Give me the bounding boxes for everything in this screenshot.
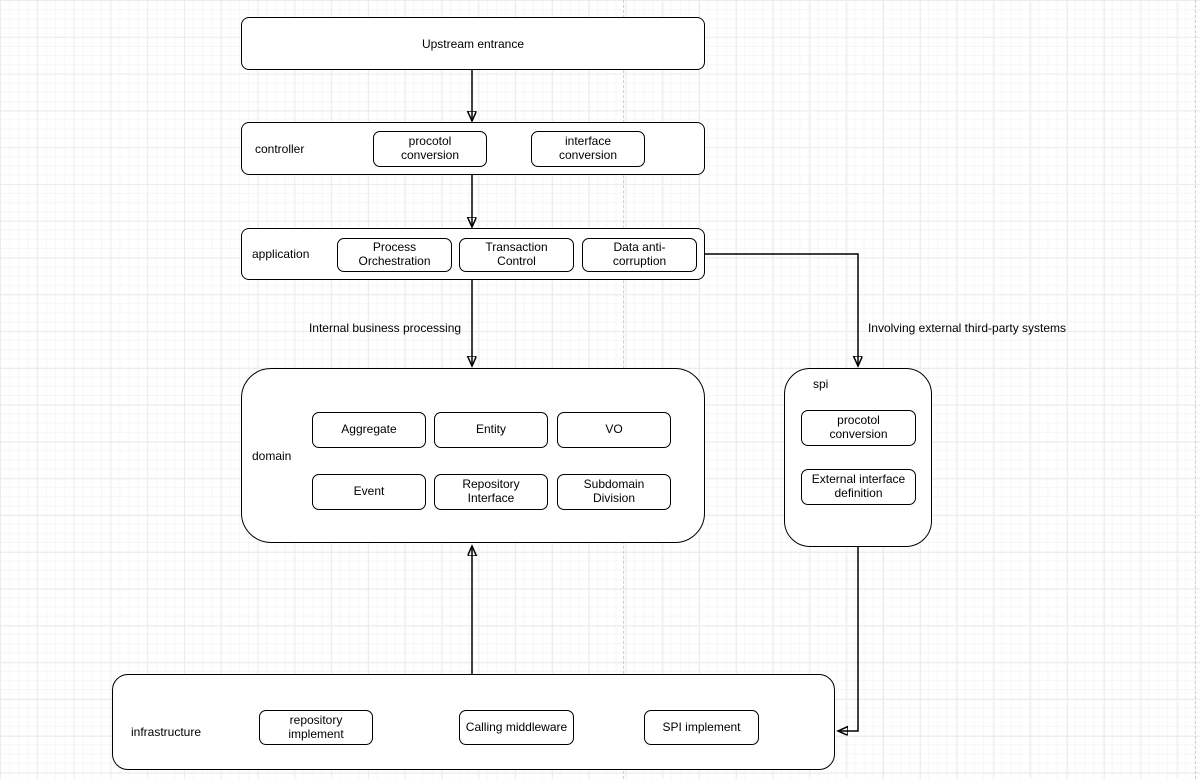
item-process-orchestration[interactable]: Process Orchestration [337, 238, 452, 272]
item-label: procotol conversion [400, 134, 460, 162]
item-repository-implement[interactable]: repository implement [259, 710, 373, 745]
item-label: Aggregate [341, 422, 397, 437]
item-label: Transaction Control [485, 240, 548, 268]
edge-spi-to-infrastructure[interactable] [838, 547, 859, 731]
upstream-entrance-label: Upstream entrance [421, 36, 525, 51]
item-label: procotol conversion [829, 413, 888, 441]
item-label: Event [353, 484, 385, 499]
item-spi-implement[interactable]: SPI implement [644, 710, 759, 745]
node-infrastructure[interactable]: infrastructure repository implement Call… [112, 674, 835, 770]
item-label: Entity [475, 422, 506, 437]
item-transaction-control[interactable]: Transaction Control [459, 238, 574, 272]
node-spi[interactable]: spi procotol conversion External interfa… [784, 368, 932, 547]
item-label: SPI implement [662, 719, 741, 734]
item-label: Repository Interface [462, 477, 520, 505]
item-label: Calling middleware [465, 719, 568, 734]
controller-label: controller [255, 141, 305, 156]
item-data-anti-corruption[interactable]: Data anti-corruption [582, 238, 697, 272]
page-break-line [1195, 0, 1196, 779]
item-label: External interface definition [811, 472, 906, 500]
item-label: repository implement [288, 712, 344, 741]
item-label: interface conversion [558, 134, 618, 162]
item-label: Data anti-corruption [612, 240, 667, 268]
item-label: Process Orchestration [358, 240, 431, 268]
item-label: VO [605, 422, 623, 437]
domain-label: domain [252, 448, 292, 463]
item-external-interface-definition[interactable]: External interface definition [801, 469, 916, 505]
node-controller[interactable]: controller procotol conversion interface… [241, 122, 705, 175]
node-upstream-entrance[interactable]: Upstream entrance [241, 17, 705, 70]
item-spi-procotol-conversion[interactable]: procotol conversion [801, 410, 916, 446]
item-procotol-conversion[interactable]: procotol conversion [373, 131, 487, 167]
item-event[interactable]: Event [312, 474, 426, 510]
item-vo[interactable]: VO [557, 412, 671, 448]
item-entity[interactable]: Entity [434, 412, 548, 448]
item-calling-middleware[interactable]: Calling middleware [459, 710, 574, 745]
spi-label: spi [813, 377, 829, 391]
item-repository-interface[interactable]: Repository Interface [434, 474, 548, 510]
infrastructure-label: infrastructure [131, 725, 202, 739]
item-label: Subdomain Division [583, 477, 645, 505]
edge-application-to-spi[interactable] [705, 253, 858, 366]
item-subdomain-division[interactable]: Subdomain Division [557, 474, 671, 510]
node-domain[interactable]: domain Aggregate Entity VO Event Reposit… [241, 368, 705, 543]
label-internal-business-processing: Internal business processing [308, 321, 462, 335]
application-label: application [252, 247, 310, 261]
node-application[interactable]: application Process Orchestration Transa… [241, 228, 705, 280]
item-interface-conversion[interactable]: interface conversion [531, 131, 645, 167]
item-aggregate[interactable]: Aggregate [312, 412, 426, 448]
label-involving-external-systems: Involving external third-party systems [867, 321, 1067, 335]
